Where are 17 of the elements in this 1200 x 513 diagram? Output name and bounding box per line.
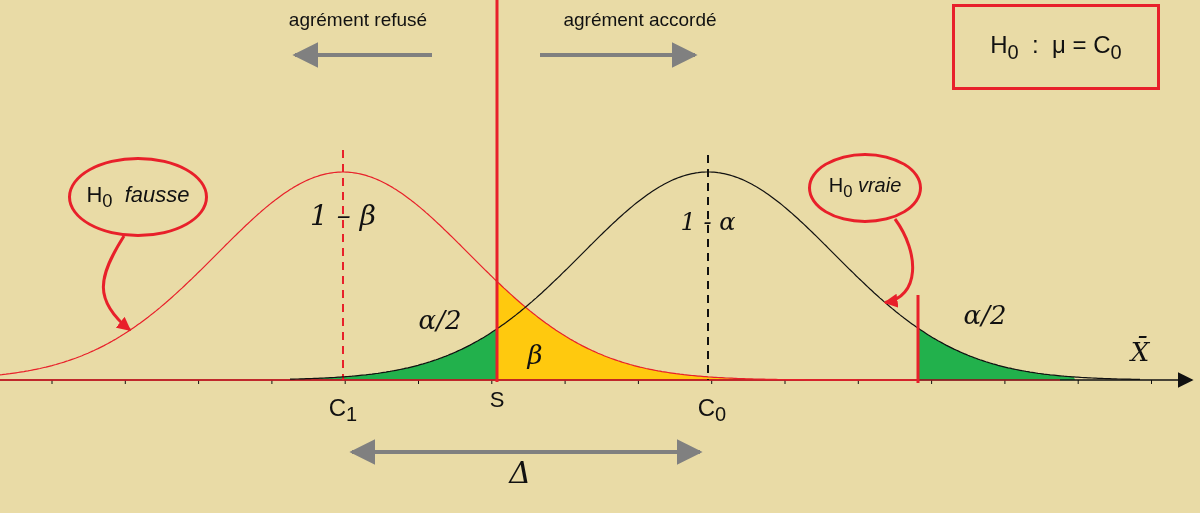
probability-label: α/2 bbox=[963, 300, 1007, 330]
leader-arrow bbox=[101, 235, 132, 332]
hypothesis-ellipse: H$_{0}$ fausse bbox=[68, 157, 208, 237]
probability-label: 1 – β bbox=[310, 198, 376, 232]
probability-label: β bbox=[527, 340, 543, 370]
dimension-label: Δ bbox=[509, 454, 531, 490]
leader-arrow bbox=[883, 218, 914, 307]
axis-label: X̄ bbox=[1130, 337, 1150, 367]
direction-label: agrément accordé bbox=[563, 9, 717, 31]
tick-label: C$_{1}$ bbox=[328, 393, 358, 427]
hypothesis-ellipse: H$_{0}$ vraie bbox=[808, 153, 922, 223]
tick-label: S bbox=[489, 387, 505, 413]
probability-label: 1 - α bbox=[680, 208, 736, 236]
direction-label: agrément refusé bbox=[288, 9, 428, 31]
hypothesis-box: H$_{0}$ : μ = C$_{0}$ bbox=[952, 4, 1160, 90]
probability-label: α/2 bbox=[418, 305, 462, 335]
tick-label: C$_{0}$ bbox=[697, 393, 727, 427]
